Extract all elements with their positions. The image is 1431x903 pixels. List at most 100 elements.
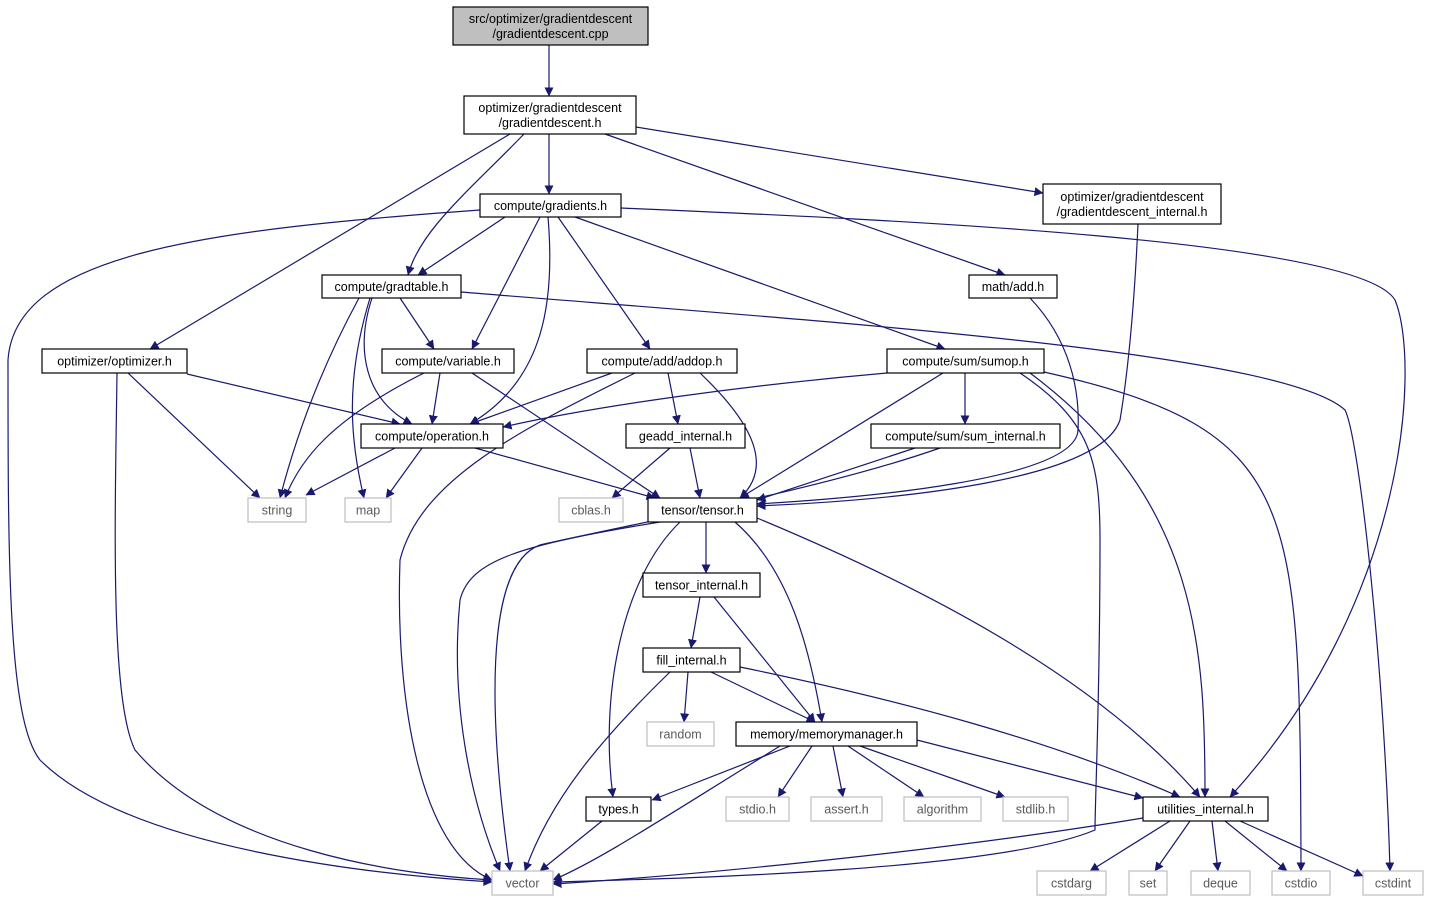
edge-geadd-internal-h-to-cblas-h xyxy=(611,447,671,499)
node-box xyxy=(1142,796,1269,822)
edge-optimizer-h-to-vector xyxy=(114,372,493,885)
edge-sumop-h-to-utilities-internal-h xyxy=(1029,372,1210,798)
node-box xyxy=(810,796,883,822)
edge-gd-h-to-gradtable-h xyxy=(405,133,525,276)
node-label: stdio.h xyxy=(739,803,776,817)
edges-layer xyxy=(7,45,1406,888)
edge-tensor-h-to-utilities-internal-h xyxy=(756,517,1201,798)
node-box xyxy=(1042,183,1222,225)
node-label: optimizer/gradientdescent xyxy=(478,101,622,115)
node-label: cstdint xyxy=(1375,877,1412,891)
node-tensor-internal-h[interactable]: tensor_internal.h xyxy=(642,572,761,598)
node-tensor-h[interactable]: tensor/tensor.h xyxy=(647,497,758,523)
edge-sumop-h-to-operation-h xyxy=(502,372,888,430)
node-label: /gradientdescent.cpp xyxy=(492,27,608,41)
node-sumop-h[interactable]: compute/sum/sumop.h xyxy=(886,348,1045,374)
node-label: compute/sum/sum_internal.h xyxy=(885,430,1046,444)
node-box xyxy=(968,274,1058,299)
edge-tensor-internal-h-to-memorymanager-h xyxy=(713,596,816,723)
edge-geadd-internal-h-to-tensor-h xyxy=(689,447,703,499)
node-string: string xyxy=(247,497,307,523)
edge-gradients-h-to-gradtable-h xyxy=(417,216,506,276)
node-label: src/optimizer/gradientdescent xyxy=(469,12,633,26)
node-gd-internal-h[interactable]: optimizer/gradientdescent/gradientdescen… xyxy=(1042,183,1222,225)
edge-memorymanager-h-to-stdlib-h xyxy=(859,745,1006,799)
node-fill-internal-h[interactable]: fill_internal.h xyxy=(642,647,741,673)
node-label: compute/operation.h xyxy=(375,430,489,444)
edge-utilities-internal-h-to-deque xyxy=(1211,820,1222,872)
node-box xyxy=(586,348,738,374)
nodes-layer: src/optimizer/gradientdescent/gradientde… xyxy=(41,6,1424,896)
node-root[interactable]: src/optimizer/gradientdescent/gradientde… xyxy=(452,6,649,46)
node-cstdarg: cstdarg xyxy=(1036,870,1107,896)
node-box xyxy=(1190,870,1251,896)
node-label: deque xyxy=(1203,877,1238,891)
node-box xyxy=(1362,870,1424,896)
node-math-add-h[interactable]: math/add.h xyxy=(968,274,1058,299)
node-label: set xyxy=(1140,877,1157,891)
node-box xyxy=(247,497,307,523)
node-box xyxy=(870,423,1061,449)
node-box xyxy=(642,572,761,598)
node-label: /gradientdescent_internal.h xyxy=(1057,205,1208,219)
node-cstdio: cstdio xyxy=(1271,870,1331,896)
edge-tensor-h-to-vector xyxy=(456,521,661,872)
edge-utilities-internal-h-to-cstdarg xyxy=(1089,820,1171,872)
node-label: types.h xyxy=(598,803,638,817)
edge-sumop-h-to-vector xyxy=(552,372,1101,887)
node-stdlib-h: stdlib.h xyxy=(1002,796,1069,822)
node-box xyxy=(463,95,637,135)
edge-gradtable-h-to-variable-h xyxy=(399,297,435,350)
edge-operation-h-to-tensor-h xyxy=(474,447,656,501)
node-stdio-h: stdio.h xyxy=(725,796,790,822)
node-label: compute/gradients.h xyxy=(494,199,607,213)
edge-sumop-h-to-cstdio xyxy=(1043,371,1306,872)
edge-gd-h-to-optimizer-h xyxy=(149,133,511,350)
edge-tensor-internal-h-to-fill-internal-h xyxy=(688,596,701,649)
node-gradients-h[interactable]: compute/gradients.h xyxy=(479,193,622,218)
node-box xyxy=(491,870,554,896)
edge-gd-internal-h-to-tensor-h xyxy=(756,223,1139,511)
node-box xyxy=(360,423,504,449)
node-gradtable-h[interactable]: compute/gradtable.h xyxy=(321,274,462,299)
edge-optimizer-h-to-operation-h xyxy=(186,373,401,427)
edge-tensor-h-to-types-h xyxy=(607,521,681,798)
node-map: map xyxy=(344,497,392,523)
node-geadd-internal-h[interactable]: geadd_internal.h xyxy=(625,423,746,449)
node-box xyxy=(585,796,652,822)
edge-addop-h-to-geadd-internal-h xyxy=(667,372,681,425)
edge-fill-internal-h-to-memorymanager-h xyxy=(710,671,816,723)
node-box xyxy=(735,721,918,747)
edge-variable-h-to-operation-h xyxy=(428,372,441,425)
edge-fill-internal-h-to-utilities-internal-h xyxy=(739,666,1181,798)
node-label: cstdarg xyxy=(1051,877,1092,891)
node-label: cblas.h xyxy=(571,504,611,518)
edge-variable-h-to-string xyxy=(283,372,425,499)
node-variable-h[interactable]: compute/variable.h xyxy=(381,348,515,374)
edge-gradtable-h-to-map xyxy=(351,297,371,499)
node-label: tensor_internal.h xyxy=(655,579,748,593)
node-addop-h[interactable]: compute/add/addop.h xyxy=(586,348,738,374)
node-label: tensor/tensor.h xyxy=(661,504,744,518)
node-memorymanager-h[interactable]: memory/memorymanager.h xyxy=(735,721,918,747)
node-gd-h[interactable]: optimizer/gradientdescent/gradientdescen… xyxy=(463,95,637,135)
node-label: fill_internal.h xyxy=(656,654,726,668)
node-utilities-internal-h[interactable]: utilities_internal.h xyxy=(1142,796,1269,822)
node-box xyxy=(321,274,462,299)
node-operation-h[interactable]: compute/operation.h xyxy=(360,423,504,449)
edge-memorymanager-h-to-algorithm xyxy=(847,745,925,798)
edge-memorymanager-h-to-vector xyxy=(552,745,781,881)
node-sum-internal-h[interactable]: compute/sum/sum_internal.h xyxy=(870,423,1061,449)
node-box xyxy=(725,796,790,822)
node-label: compute/gradtable.h xyxy=(335,280,449,294)
node-box xyxy=(558,497,624,523)
node-types-h[interactable]: types.h xyxy=(585,796,652,822)
node-label: utilities_internal.h xyxy=(1157,803,1254,817)
node-box xyxy=(647,497,758,523)
edge-utilities-internal-h-to-vector xyxy=(552,817,1144,888)
node-cstdint: cstdint xyxy=(1362,870,1424,896)
node-optimizer-h[interactable]: optimizer/optimizer.h xyxy=(41,348,188,374)
edge-memorymanager-h-to-types-h xyxy=(651,745,791,802)
edge-gd-h-to-math-add-h xyxy=(604,133,1006,277)
